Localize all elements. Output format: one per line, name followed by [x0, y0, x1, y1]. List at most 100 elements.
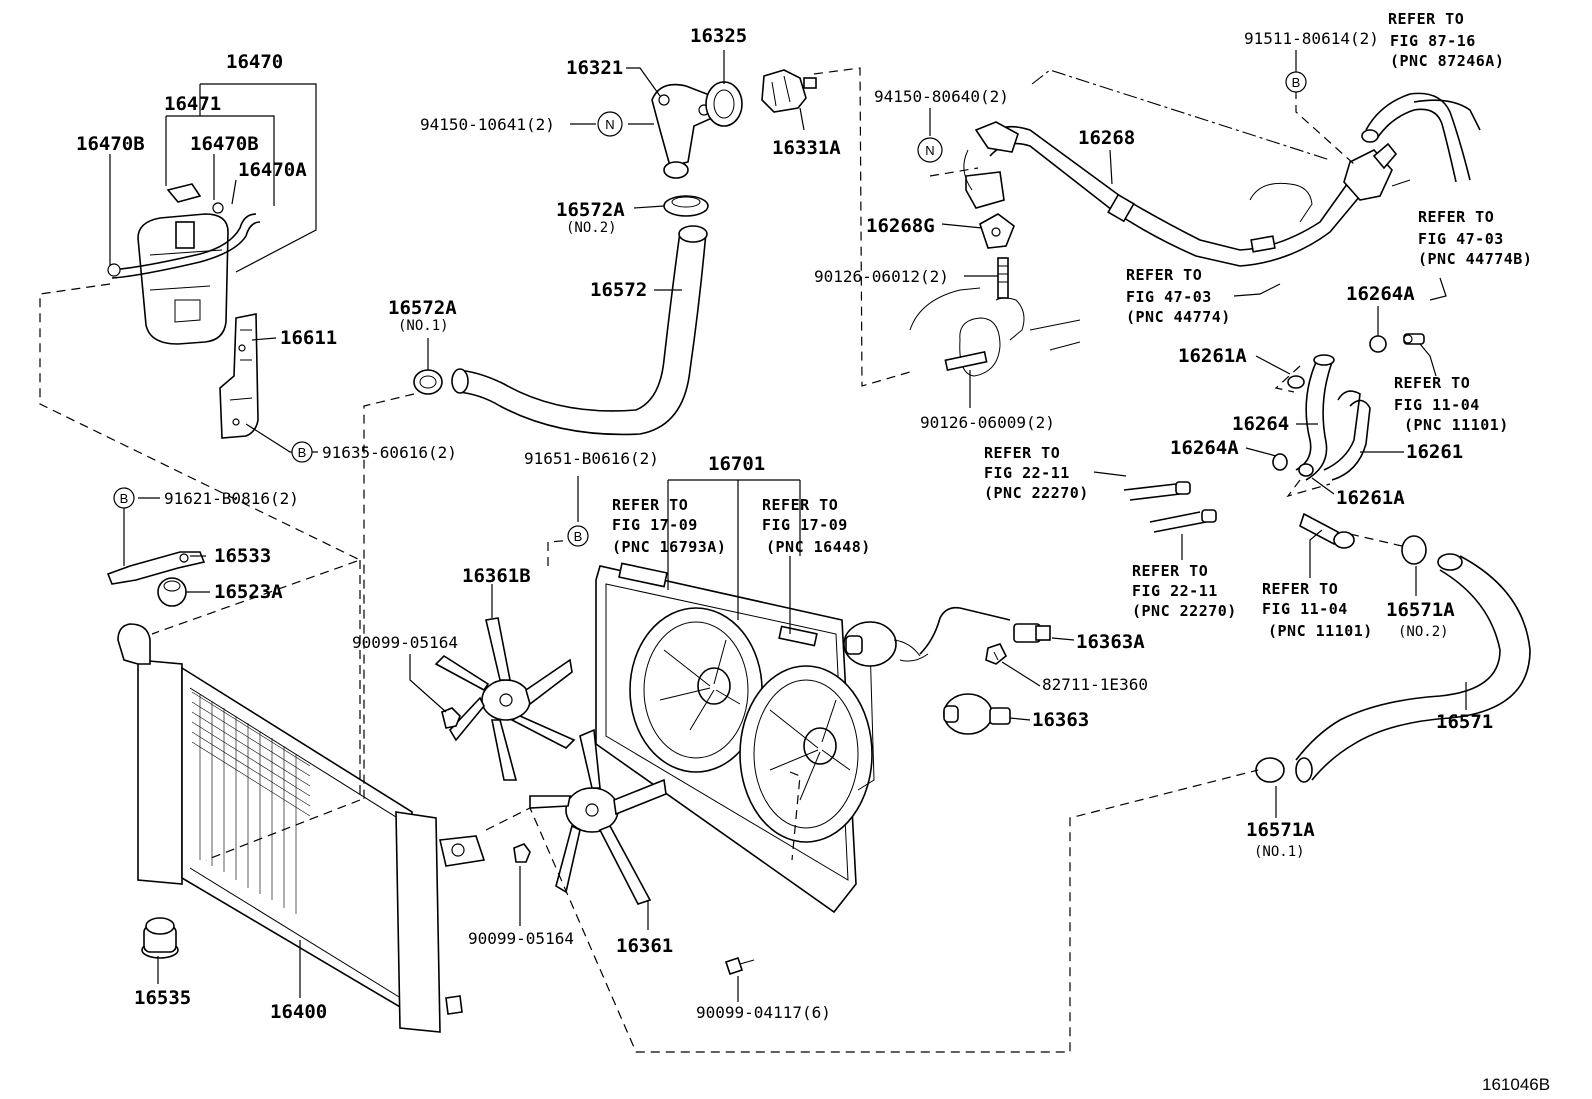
label-16470B-left: 16470B [76, 133, 145, 155]
hose-16261-drawing [1323, 390, 1371, 481]
label-16268G: 16268G [866, 215, 935, 237]
bypass-pipe-16268-drawing [963, 121, 1411, 267]
radiator-16400-drawing [117, 623, 486, 1033]
label-90099-04117: 90099-04117(6) [696, 1003, 831, 1022]
ref-22-11-b-header: REFER TO [1132, 562, 1208, 580]
label-16470B-mid: 16470B [190, 133, 259, 155]
svg-text:B: B [574, 529, 583, 544]
ref-17-09-a-fig: FIG 17-09 [612, 516, 698, 534]
clamp-16264A-mid-drawing [1272, 453, 1288, 471]
label-16264A-top: 16264A [1346, 283, 1415, 305]
marker-B-3: B [113, 487, 135, 509]
svg-text:B: B [120, 491, 129, 506]
label-16611: 16611 [280, 327, 337, 349]
label-16264: 16264 [1232, 413, 1289, 435]
label-90126-06009: 90126-06009(2) [920, 413, 1055, 432]
upper-hose-16572-drawing [451, 225, 708, 436]
svg-text:N: N [605, 117, 614, 132]
ref-47-03-b-header: REFER TO [1418, 208, 1494, 226]
label-16268: 16268 [1078, 127, 1135, 149]
label-94150-10641: 94150-10641(2) [420, 115, 555, 134]
ref-11-04-b-pnc: (PNC 11101) [1268, 622, 1373, 640]
label-16325: 16325 [690, 25, 747, 47]
connector-82711-drawing [985, 643, 1008, 665]
marker-N-2: N [917, 137, 943, 163]
label-16361B: 16361B [462, 565, 531, 587]
pipe-ref-11-04-drawing [1299, 512, 1355, 549]
label-91621-B0816: 91621-B0816(2) [164, 489, 299, 508]
fan-16361-drawing [529, 728, 667, 905]
marker-B-1: B [1285, 71, 1307, 93]
label-no2-b: (NO.2) [1398, 624, 1449, 640]
marker-B-2: B [291, 441, 313, 463]
label-91511-80614: 91511-80614(2) [1244, 29, 1379, 48]
ref-22-11-b-fig: FIG 22-11 [1132, 582, 1218, 600]
clamp-16261A-upper-drawing [1287, 375, 1305, 389]
label-16535: 16535 [134, 987, 191, 1009]
nut-90099-05164-bot-drawing [513, 843, 531, 863]
cushion-16535-drawing [141, 917, 179, 959]
leader-lines [109, 50, 1467, 1002]
label-90099-05164-bot: 90099-05164 [468, 929, 574, 948]
label-16523A: 16523A [214, 581, 283, 603]
label-16264A-mid: 16264A [1170, 437, 1239, 459]
ref-22-11-a-header: REFER TO [984, 444, 1060, 462]
label-16400: 16400 [270, 1001, 327, 1023]
pipe-fitting-upper-right-drawing [1403, 333, 1425, 345]
label-94150-80640: 94150-80640(2) [874, 87, 1009, 106]
ref-11-04-a-pnc: (PNC 11101) [1404, 416, 1509, 434]
ref-17-09-a-pnc: (PNC 16793A) [612, 538, 726, 556]
dashed-lines [39, 67, 1403, 1053]
ref-11-04-a-fig: FIG 11-04 [1394, 396, 1480, 414]
reservoir-tank-drawing [107, 183, 261, 345]
clamp-16572A-no1-drawing [413, 369, 443, 395]
fan-motor-16363-drawing [943, 693, 1011, 735]
radiator-cap-outline-drawing [1249, 182, 1313, 223]
ref-47-03-header: REFER TO [1126, 266, 1202, 284]
label-16572A-no1: 16572A [388, 297, 457, 319]
label-16571A-no2: 16571A [1386, 599, 1455, 621]
gasket-16325-drawing [705, 81, 743, 127]
clamp-16264A-upper-drawing [1369, 335, 1387, 353]
label-16363: 16363 [1032, 709, 1089, 731]
water-outlet-16321-drawing [651, 83, 718, 179]
label-16261A-bot: 16261A [1336, 487, 1405, 509]
label-16470A: 16470A [238, 159, 307, 181]
label-90099-05164-top: 90099-05164 [352, 633, 458, 652]
bolt-90099-04117-drawing [724, 956, 755, 976]
svg-text:N: N [925, 143, 934, 158]
clamp-16571A-no2-drawing [1401, 535, 1427, 565]
fan-motor-16363A-drawing [843, 606, 1051, 667]
label-90126-06012: 90126-06012(2) [814, 267, 949, 286]
ref-17-09-b-fig: FIG 17-09 [762, 516, 848, 534]
label-16361: 16361 [616, 935, 673, 957]
label-91651-B0616: 91651-B0616(2) [524, 449, 659, 468]
stud-90126-06012-drawing [997, 257, 1009, 299]
label-no2-a: (NO.2) [566, 220, 617, 236]
label-16572A-no2: 16572A [556, 199, 625, 221]
ref-17-09-a-header: REFER TO [612, 496, 688, 514]
bracket-16533-drawing [106, 551, 206, 585]
label-16471: 16471 [164, 93, 221, 115]
ref-47-03-pnc: (PNC 44774) [1126, 308, 1231, 326]
label-16331A: 16331A [772, 137, 841, 159]
label-16321: 16321 [566, 57, 623, 79]
ref-22-11-b-pnc: (PNC 22270) [1132, 602, 1237, 620]
bracket-16611-drawing [219, 313, 259, 439]
label-91635-60616: 91635-60616(2) [322, 443, 457, 462]
label-no1-b: (NO.1) [1254, 844, 1305, 860]
label-16470: 16470 [226, 51, 283, 73]
ref-22-11-a-fig: FIG 22-11 [984, 464, 1070, 482]
ref-11-04-a-header: REFER TO [1394, 374, 1470, 392]
ref-87-16-pnc: (PNC 87246A) [1390, 52, 1504, 70]
ref-47-03-fig: FIG 47-03 [1126, 288, 1212, 306]
label-16701: 16701 [708, 453, 765, 475]
svg-text:B: B [1292, 75, 1301, 90]
label-16571A-no1: 16571A [1246, 819, 1315, 841]
heater-hose-upper-drawing [1361, 92, 1481, 183]
part-labels: 16470 16471 16470B 16470B 16470A 16611 9… [76, 25, 1493, 1023]
diagram-id: 161046B [1482, 1075, 1550, 1094]
ref-47-03-b-fig: FIG 47-03 [1418, 230, 1504, 248]
label-16261: 16261 [1406, 441, 1463, 463]
clamp-16572A-no2-drawing [663, 195, 709, 217]
